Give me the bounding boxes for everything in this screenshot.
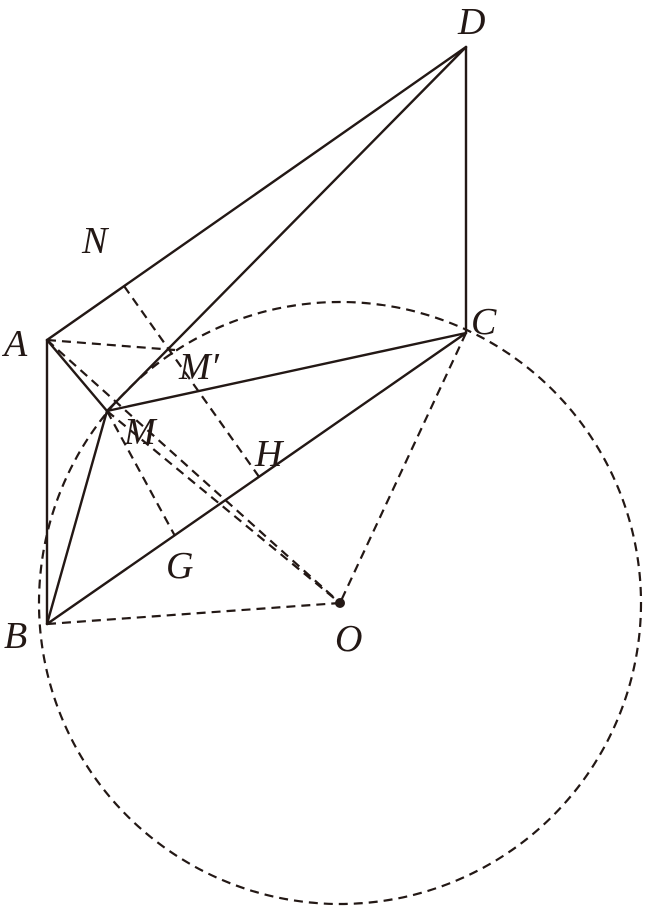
segment-A-Mprime: [46, 338, 176, 352]
label-G: G: [166, 545, 193, 587]
label-M: M: [123, 411, 158, 453]
segment-A-O: [46, 339, 341, 604]
label-N: N: [81, 220, 110, 262]
dashed-circle: [37, 300, 643, 906]
edge-M-C: [105, 331, 468, 413]
segment-C-O: [339, 332, 467, 604]
edge-B-C: [45, 331, 468, 626]
label-B: B: [4, 615, 27, 657]
edge-A-M: [45, 338, 109, 413]
center-point-O: [335, 598, 345, 608]
label-A: A: [1, 323, 28, 365]
edge-A-D: [45, 45, 468, 342]
label-M-prime: M′: [178, 346, 220, 388]
label-O: O: [335, 618, 362, 660]
label-H: H: [254, 433, 285, 475]
edge-M-B: [45, 409, 109, 626]
segment-N-H: [123, 285, 263, 482]
edge-M-D: [105, 45, 468, 413]
segment-M-O: [106, 410, 341, 604]
segment-M-G: [106, 410, 176, 537]
label-C: C: [471, 301, 497, 343]
segment-B-O: [46, 601, 341, 626]
label-D: D: [457, 1, 485, 43]
